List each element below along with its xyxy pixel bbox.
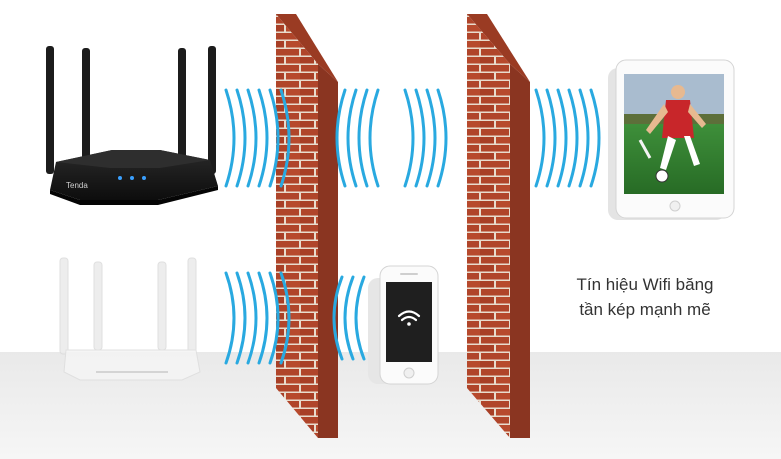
wave-arc [403,88,415,188]
wave-arc [335,88,347,188]
caption-line-1: Tín hiệu Wifi băng [576,275,714,294]
router-brand-label: Tenda [66,181,88,190]
soccer-player-photo [624,74,724,194]
wave-arc [414,88,426,188]
tablet-icon [608,59,735,220]
wave-bottom-segment-2 [332,275,366,361]
wave-top-segment-1 [224,88,291,188]
brick-wall-left-icon [276,14,338,438]
wave-bottom-segment-1 [224,271,291,365]
wave-top-segment-3 [534,88,601,188]
wave-arc [436,88,448,188]
wave-arc [268,88,280,188]
wave-arc [425,88,437,188]
wave-arc [357,88,369,188]
wave-arc [279,271,291,365]
wave-arc [224,271,236,365]
wave-arc [545,88,557,188]
router-white-icon [59,257,201,381]
wave-arc [246,88,258,188]
wave-arc [257,271,269,365]
wave-arc [567,88,579,188]
wave-arc [343,275,355,361]
brick-wall-right-icon [467,14,530,438]
wave-arc [354,275,366,361]
wave-arc [556,88,568,188]
wave-arc [268,271,280,365]
wave-arc [578,88,590,188]
wave-arc [235,271,247,365]
wave-top-segment-2a [335,88,380,188]
wifi-symbol-icon [397,310,421,326]
wave-arc [257,88,269,188]
caption-line-2: tần kép mạnh mẽ [579,300,711,319]
wave-arc [224,88,236,188]
wave-arc [279,88,291,188]
wave-arc [346,88,358,188]
wave-top-segment-2b [403,88,448,188]
wave-arc [332,275,344,361]
router-dark-icon: Tenda [46,46,218,205]
wave-arc [534,88,546,188]
wave-arc [589,88,601,188]
feature-caption: Tín hiệu Wifi băng tần kép mạnh mẽ [540,272,750,322]
wave-arc [368,88,380,188]
smartphone-icon [368,265,439,385]
wave-arc [246,271,258,365]
wave-arc [235,88,247,188]
wifi-waves-icon [224,88,601,365]
